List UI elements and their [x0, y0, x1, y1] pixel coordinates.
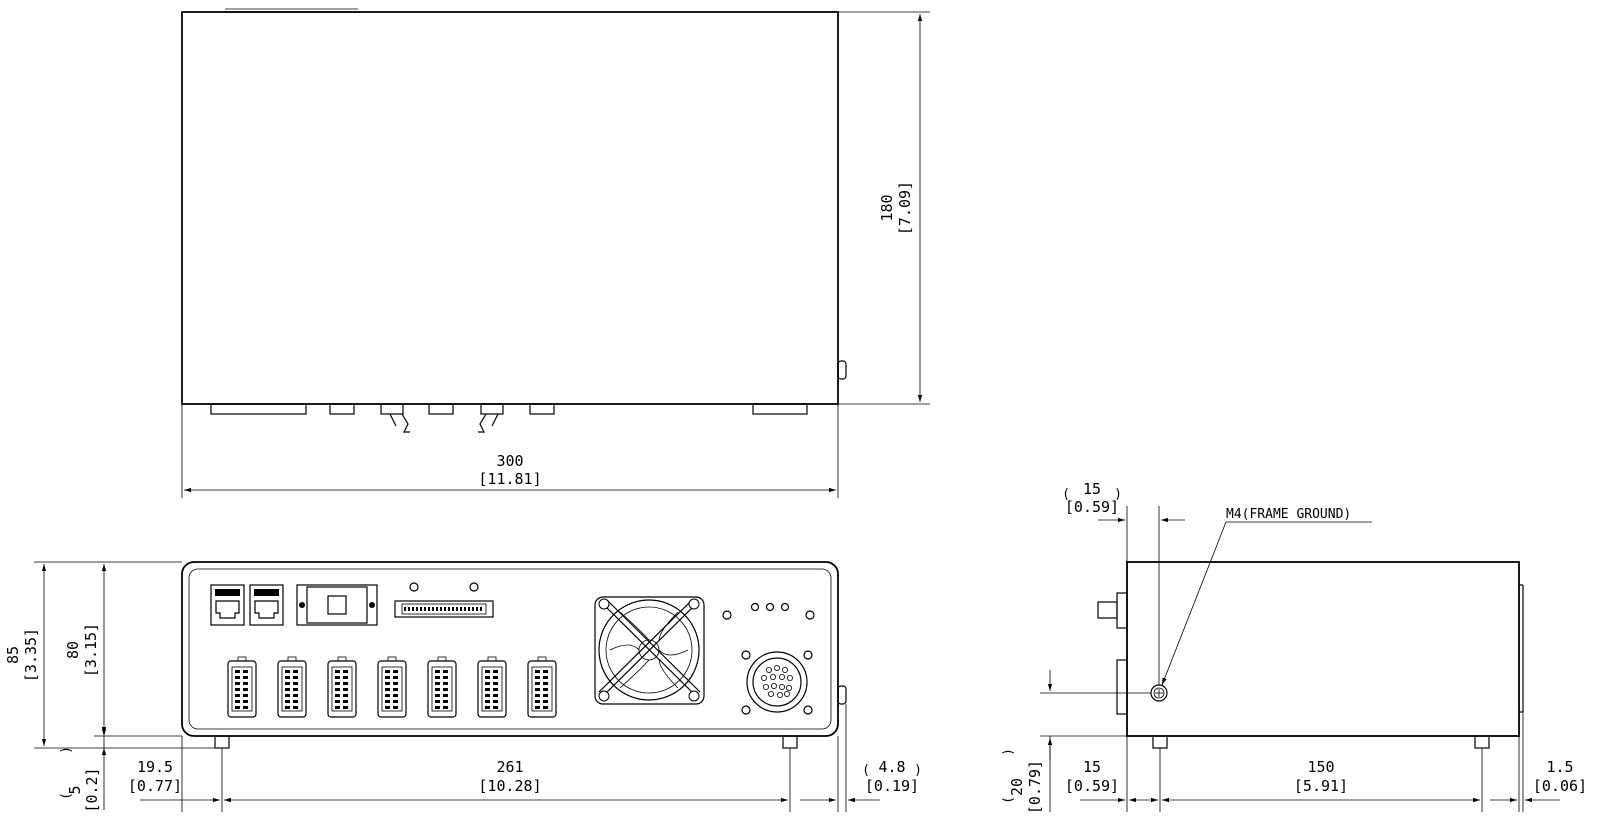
power-pin: [770, 674, 777, 681]
top-width-mm: 300: [496, 452, 523, 470]
front-foot-height-mm: 5: [66, 785, 84, 794]
power-pin: [779, 674, 786, 681]
motor-connector: [527, 656, 557, 718]
front-knob-in: [0.19]: [865, 777, 919, 795]
power-pin: [763, 684, 770, 691]
power-pin: [777, 692, 784, 699]
usb-port: [296, 584, 378, 626]
side-ground-height-in: [0.79]: [1026, 760, 1044, 814]
power-pin: [782, 667, 789, 674]
front-height-body-mm: 80: [64, 641, 82, 659]
power-pin: [771, 683, 778, 690]
svg-text:): ): [914, 763, 922, 778]
fan: [594, 596, 705, 705]
front-height-body-in: [3.15]: [82, 623, 100, 677]
side-left-offset-mm: 15: [1083, 758, 1101, 776]
top-width-in: [11.81]: [478, 470, 541, 488]
side-foot-pitch-in: [5.91]: [1294, 777, 1348, 795]
front-left-offset-mm: 19.5: [137, 758, 173, 776]
power-pin: [766, 667, 773, 674]
side-foot-left: [1152, 735, 1168, 749]
power-pin: [784, 691, 791, 698]
front-knob: [837, 685, 847, 705]
front-left-offset-in: [0.77]: [128, 777, 182, 795]
front-foot-right: [782, 735, 798, 749]
side-right-offset-mm: 1.5: [1546, 758, 1573, 776]
front-height-total-in: [3.35]: [22, 628, 40, 682]
side-top-offset-mm: 15: [1083, 480, 1101, 498]
rj45-ports: [210, 584, 284, 626]
power-connector: [741, 650, 813, 715]
svg-text:(: (: [1001, 796, 1016, 804]
status-leds: [722, 602, 815, 620]
motor-connector: [477, 656, 507, 718]
svg-text:): ): [1001, 748, 1016, 756]
svg-text:): ): [59, 746, 74, 754]
power-pin: [768, 691, 775, 698]
top-depth-in: [7.09]: [896, 181, 914, 235]
front-foot-height-in: [0.2]: [83, 767, 101, 812]
svg-text:(: (: [59, 792, 74, 800]
side-top-offset-in: [0.59]: [1065, 498, 1119, 516]
front-height-total-mm: 85: [4, 646, 22, 664]
front-knob-mm: 4.8: [878, 758, 905, 776]
side-left-offset-in: [0.59]: [1065, 777, 1119, 795]
motor-connector: [377, 656, 407, 718]
top-depth-mm: 180: [878, 194, 896, 221]
power-pin: [779, 684, 786, 691]
front-foot-pitch-in: [10.28]: [478, 777, 541, 795]
motor-connector: [227, 656, 257, 718]
ground-label: M4(FRAME GROUND): [1226, 507, 1351, 522]
svg-text:(: (: [862, 763, 870, 778]
svg-text:): ): [1114, 487, 1122, 502]
front-panel: [181, 561, 839, 737]
power-pin: [787, 675, 794, 682]
motor-connector: [277, 656, 307, 718]
motor-connector: [327, 656, 357, 718]
side-view-body: [1126, 561, 1520, 737]
io-header: [394, 582, 494, 618]
front-foot-pitch-mm: 261: [496, 758, 523, 776]
power-pin: [761, 675, 768, 682]
top-view-body: [181, 11, 839, 405]
side-foot-pitch-mm: 150: [1307, 758, 1334, 776]
power-pin: [774, 665, 781, 672]
side-right-offset-in: [0.06]: [1533, 777, 1587, 795]
side-view: M4(FRAME GROUND) ( 15 [0.59] ) ( 20 [0.7…: [1001, 480, 1587, 814]
top-view: 180 [7.09] 300 [11.81]: [181, 8, 930, 498]
motor-connectors: [227, 656, 557, 718]
side-foot-right: [1474, 735, 1490, 749]
top-view-knob: [837, 360, 847, 380]
power-pin: [786, 685, 793, 692]
svg-text:(: (: [1062, 487, 1070, 502]
side-ground-height-mm: 20: [1008, 778, 1026, 796]
motor-connector: [427, 656, 457, 718]
front-foot-left: [214, 735, 230, 749]
front-view: 85 [3.35] 80 [3.15] ( 5 [0.2] ) 19.5 [0.…: [4, 561, 922, 813]
top-view-connector-stubs: [210, 403, 808, 433]
